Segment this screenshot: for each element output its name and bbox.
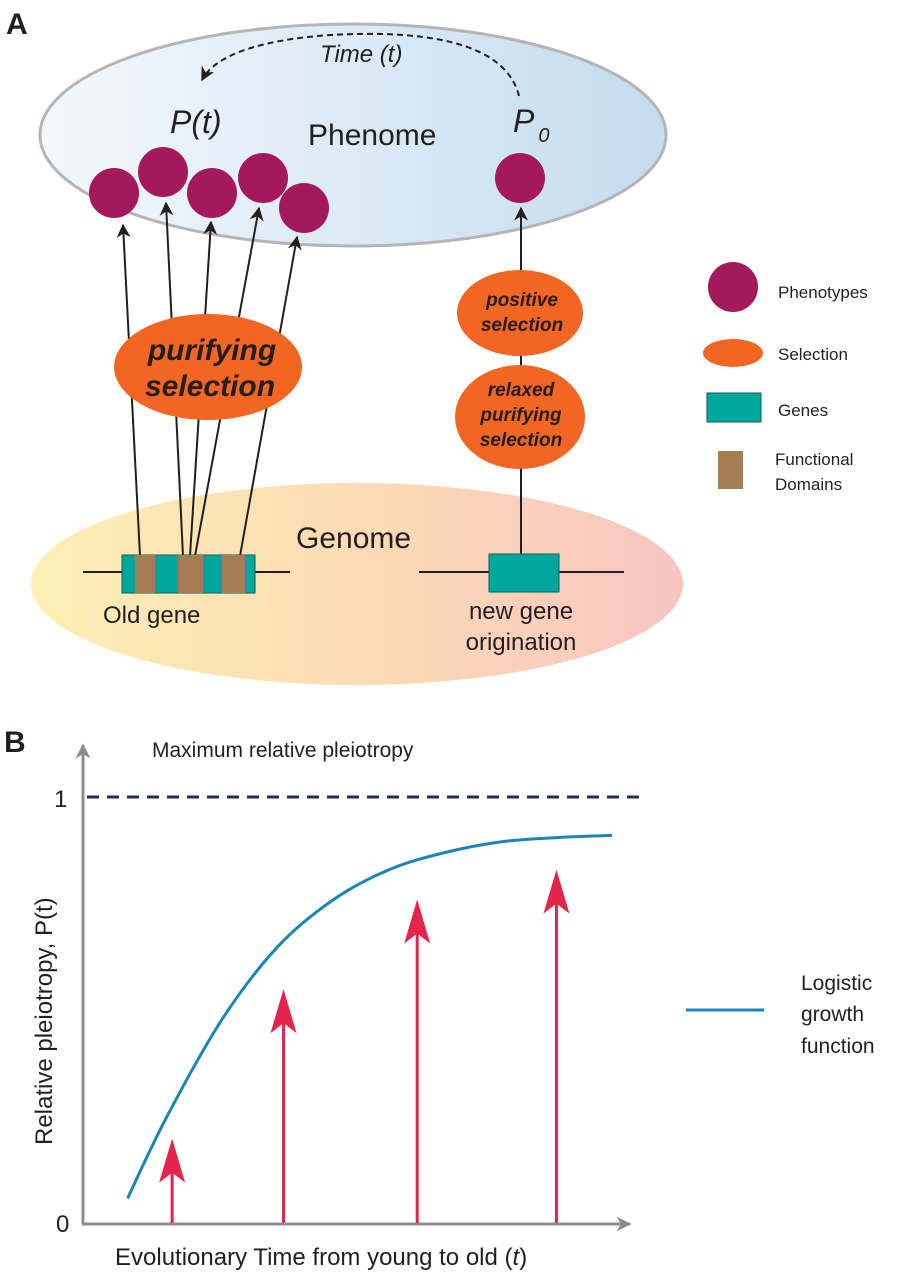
y-axis-label: Relative pleiotropy, P(t) <box>31 897 58 1145</box>
plot-area <box>87 795 640 1223</box>
chart-title: Maximum relative pleiotropy <box>152 739 414 762</box>
relaxed-selection-text-3: selection <box>480 430 562 451</box>
old-gene-phenotypes <box>89 147 329 233</box>
logistic-growth-curve <box>126 833 613 1200</box>
phenotype-circle <box>238 153 288 203</box>
old-gene-label: Old gene <box>103 602 200 629</box>
positive-selection-text-2: selection <box>481 315 563 336</box>
legend-domains-label: Functional <box>775 450 853 469</box>
y-tick-1: 1 <box>54 786 67 813</box>
genome-label: Genome <box>296 522 411 555</box>
relaxed-selection-ellipse <box>455 365 585 469</box>
legend-selection-label: Selection <box>778 345 848 364</box>
purifying-selection-text: purifying <box>147 334 276 367</box>
time-label: Time (t) <box>320 41 402 68</box>
legend-panel-a: Phenotypes Selection Genes Functional Do… <box>703 262 868 494</box>
positive-selection-text: positive <box>485 290 558 311</box>
new-gene-label-2: origination <box>466 629 577 656</box>
phenotype-circle <box>279 183 329 233</box>
phenome-label: Phenome <box>308 119 436 152</box>
legend-logistic-label-2: growth <box>801 1003 864 1026</box>
pleiotropy-arrowhead <box>270 989 297 1034</box>
legend-genes-label: Genes <box>778 401 828 420</box>
p0-subscript: 0 <box>538 125 549 147</box>
phenotype-circle <box>138 147 188 197</box>
pt-label: P(t) <box>170 104 222 140</box>
legend-domains-label-2: Domains <box>775 475 842 494</box>
panel-a-label: A <box>6 8 28 41</box>
phenotype-circle-icon <box>708 262 758 312</box>
relaxed-selection-text: relaxed <box>488 380 555 401</box>
relaxed-selection-text-2: purifying <box>479 405 562 426</box>
functional-domain <box>135 555 155 593</box>
gene-rect-icon <box>706 392 762 423</box>
pleiotropy-arrowhead <box>543 869 570 914</box>
positive-selection-ellipse <box>457 270 583 356</box>
functional-domain <box>178 555 203 593</box>
new-gene-label: new gene <box>469 598 573 625</box>
pleiotropy-arrowhead <box>159 1138 186 1183</box>
functional-domain <box>222 555 245 593</box>
old-gene <box>83 554 290 594</box>
domain-rect-icon <box>718 451 743 489</box>
new-gene <box>419 553 624 593</box>
gene-body <box>488 553 560 593</box>
purifying-selection-text-2: selection <box>145 370 275 403</box>
phenotype-circle <box>89 168 139 218</box>
time-arrow <box>201 32 520 97</box>
legend-phenotypes-label: Phenotypes <box>778 283 868 302</box>
purifying-selection-ellipse <box>114 314 302 420</box>
new-phenotype-circle <box>495 153 545 203</box>
panel-b-label: B <box>4 726 26 759</box>
legend-logistic-label: Logistic <box>801 972 872 995</box>
y-tick-0: 0 <box>56 1211 69 1238</box>
selection-ellipse-icon <box>703 339 763 367</box>
phenotype-circle <box>187 168 237 218</box>
pleiotropy-arrowhead <box>404 899 431 944</box>
legend-logistic-label-3: function <box>801 1035 875 1058</box>
x-axis-label: Evolutionary Time from young to old (t) <box>115 1244 527 1271</box>
